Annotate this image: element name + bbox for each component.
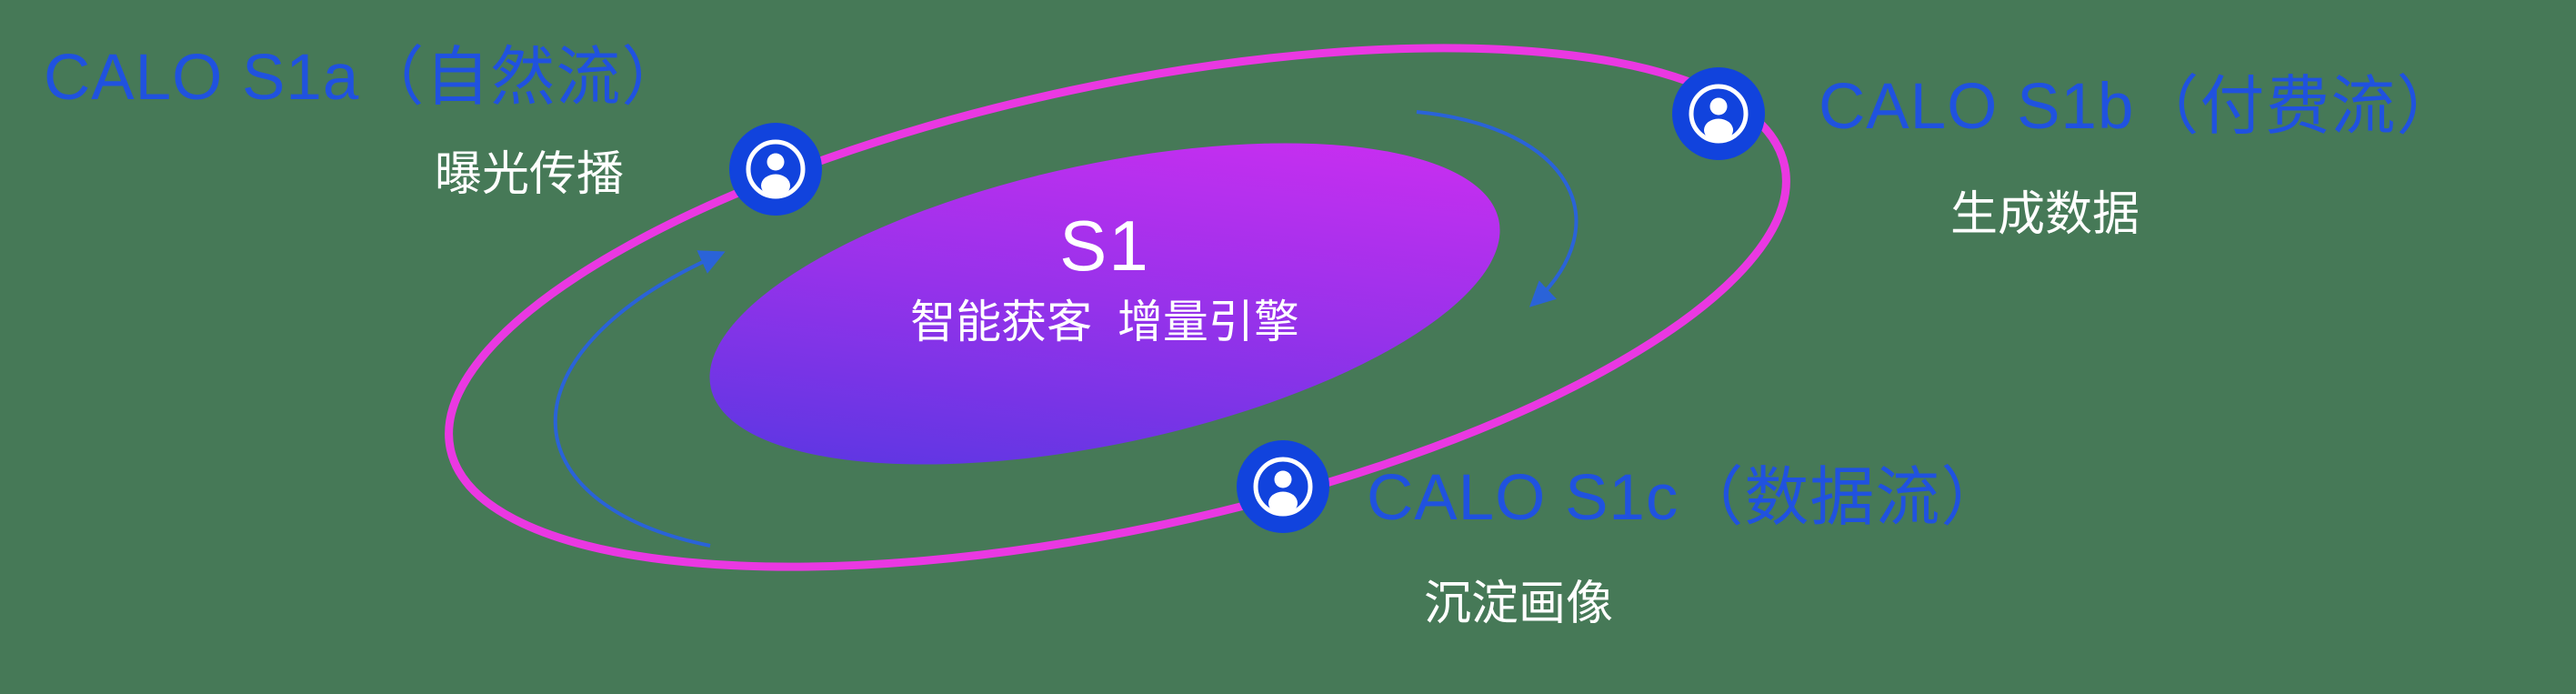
core-gradient-ellipse — [709, 143, 1500, 465]
core-subtitle: 智能获客 增量引擎 — [910, 297, 1299, 347]
flow-arrow-topright — [1416, 110, 1579, 307]
node-s1c-subtitle: 沉淀画像 — [1424, 578, 1614, 630]
node-s1c-user-icon — [1237, 440, 1329, 533]
node-s1a-title: CALO S1a（自然流） — [44, 42, 687, 114]
node-s1a-subtitle: 曝光传播 — [435, 148, 625, 201]
orbit-ring — [445, 44, 1790, 571]
node-s1c-title: CALO S1c（数据流） — [1367, 462, 2007, 534]
flow-arrow-left — [553, 250, 726, 548]
node-s1b-user-icon — [1672, 67, 1765, 160]
node-s1a-user-icon — [729, 123, 822, 216]
core-title: S1 — [1059, 206, 1150, 286]
node-s1b-title: CALO S1b（付费流） — [1819, 71, 2462, 143]
core-label-group: S1 智能获客 增量引擎 — [910, 210, 1299, 345]
node-s1b-subtitle: 生成数据 — [1950, 188, 2140, 241]
